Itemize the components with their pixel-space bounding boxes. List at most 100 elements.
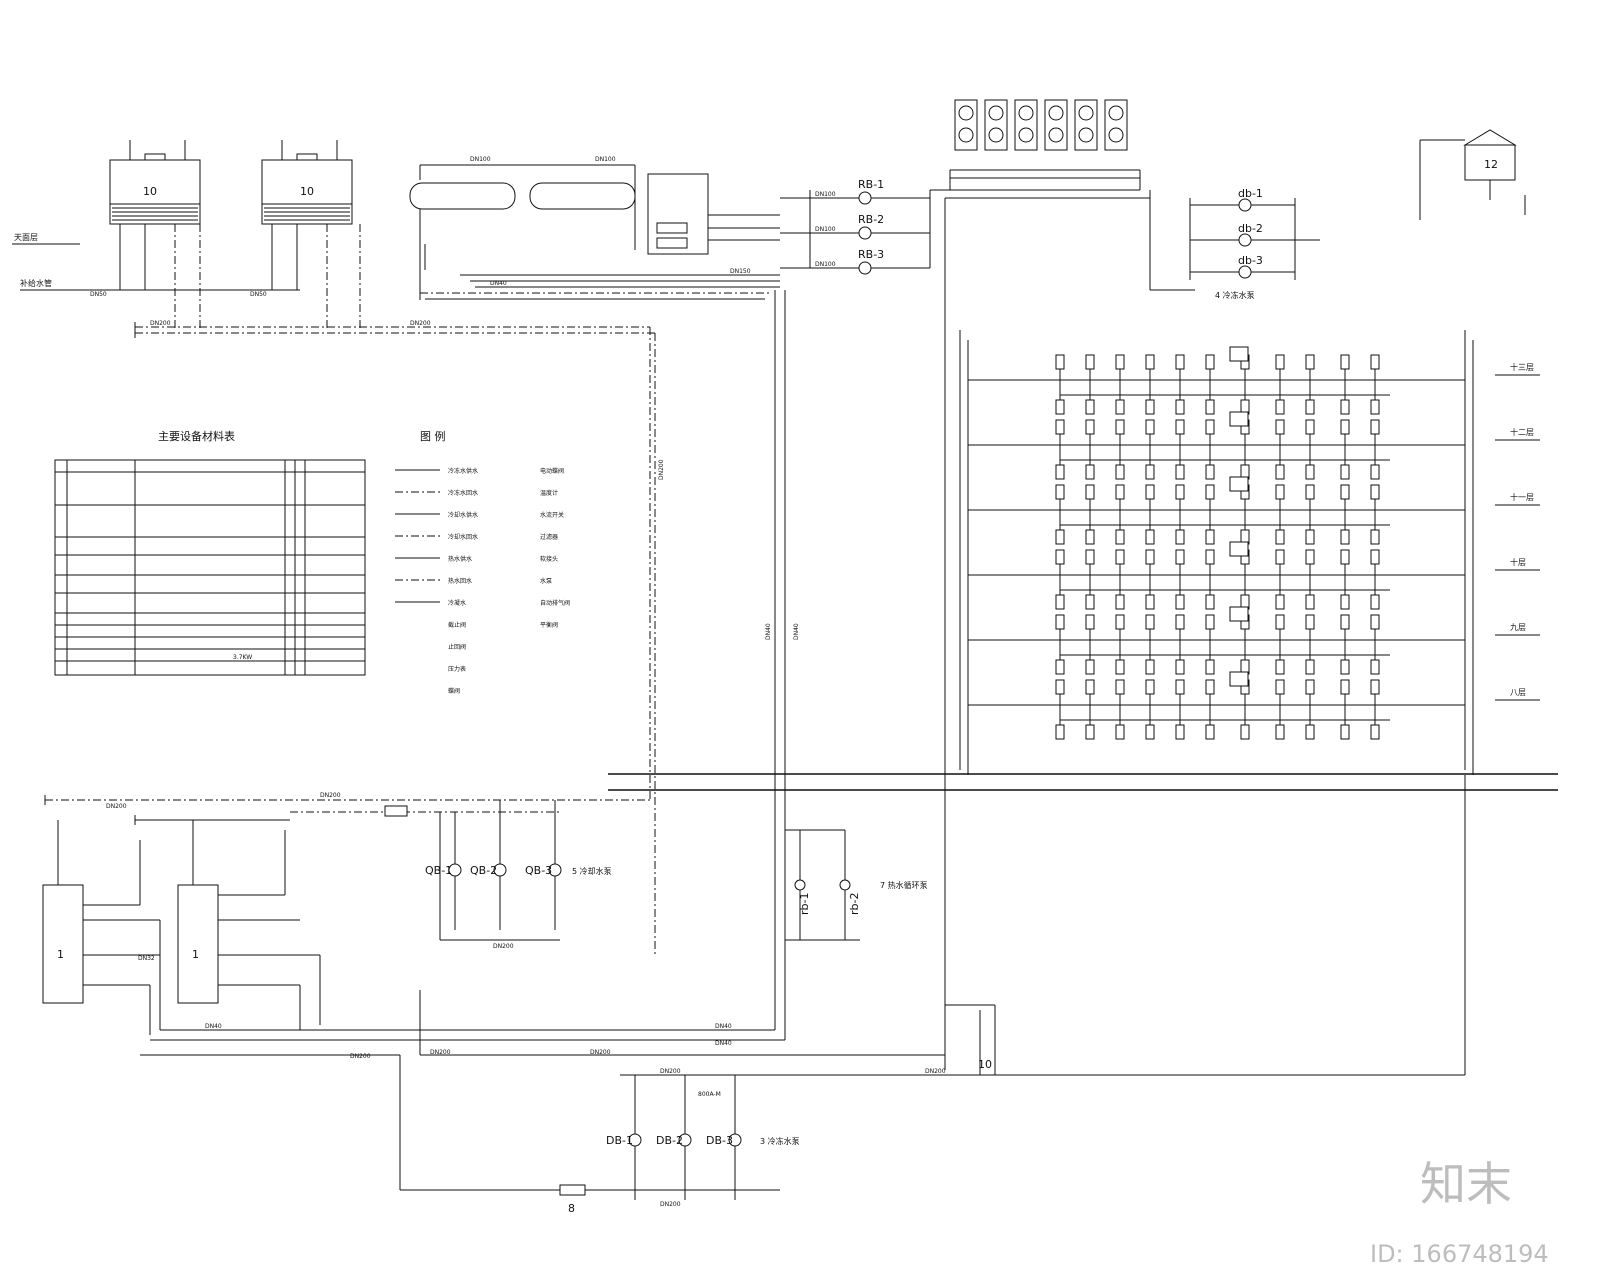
fan-coil-unit <box>1115 549 1125 565</box>
fan-coil-unit <box>1370 614 1380 630</box>
fan-coil-unit <box>1175 354 1185 370</box>
fan-coil-unit <box>1370 679 1380 695</box>
fan-coil-unit <box>1085 614 1095 630</box>
fan-coil-unit <box>1340 549 1350 565</box>
fan-coil-unit <box>1370 419 1380 435</box>
fan-coil-unit <box>1275 679 1285 695</box>
tower-piping: 天面层 补给水管 DN50 DN50 DN200 DN200 <box>12 224 656 955</box>
dn50-label-a: DN50 <box>90 291 107 298</box>
qb-group-label: 5 冷却水泵 <box>572 866 612 876</box>
fan-coil-unit <box>1085 419 1095 435</box>
dn200-chiller-d: DN200 <box>350 1053 371 1060</box>
fan-coil-unit <box>1205 354 1215 370</box>
fan-coil-unit <box>1275 659 1285 675</box>
fan-coil-unit <box>1340 399 1350 415</box>
pump-db-small-2-label: db-2 <box>1238 222 1263 235</box>
fan-coil-unit <box>1275 354 1285 370</box>
dn200-label-top2: DN200 <box>410 320 431 327</box>
db-group-label: 3 冷冻水泵 <box>760 1136 800 1146</box>
fan-coil-unit <box>1175 419 1185 435</box>
pump-qb-3-label: QB-3 <box>525 864 552 877</box>
dn100-label-hx: DN100 <box>470 156 491 163</box>
fan-coil-unit <box>1275 549 1285 565</box>
fan-coil-unit <box>1085 659 1095 675</box>
legend-item-6: 热水回水 <box>448 577 472 585</box>
fan-coil-unit <box>1205 419 1215 435</box>
fan-coil-unit <box>1340 529 1350 545</box>
floor-labels: 十三层 十二层 十一层 十层 九层 八层 <box>1495 362 1540 701</box>
dn200-chiller-c: DN200 <box>430 1049 451 1056</box>
equipment-table: 主要设备材料表 3.7KW <box>54 429 366 676</box>
pump-rb-small-2-label: rb-2 <box>848 893 861 915</box>
legend-item-16: 软接头 <box>540 555 558 563</box>
legend-title: 图 例 <box>420 429 446 443</box>
cooling-tower-2-label: 10 <box>300 185 314 198</box>
fan-coil-unit <box>1340 614 1350 630</box>
fan-coil-unit <box>1055 724 1065 740</box>
fan-coil-unit <box>1055 484 1065 500</box>
fan-coil-unit <box>1115 464 1125 480</box>
db-small-group-label: 4 冷冻水泵 <box>1215 290 1255 300</box>
watermark-id: ID: 166748194 <box>1370 1240 1549 1268</box>
pump-db-3-label: DB-3 <box>706 1134 733 1147</box>
floor-12-label: 十二层 <box>1510 427 1534 437</box>
fan-coil-unit <box>1145 354 1155 370</box>
fan-coil-unit <box>1085 354 1095 370</box>
legend-item-14: 水流开关 <box>540 511 564 519</box>
riser-system <box>959 330 1474 775</box>
dn40-label-hx: DN40 <box>490 280 507 287</box>
fan-coil-unit <box>1145 549 1155 565</box>
legend-item-4: 冷却水回水 <box>448 533 478 541</box>
fan-coil-unit <box>1055 659 1065 675</box>
legend-item-19: 平衡阀 <box>540 621 558 629</box>
chiller-piping: DN200 DN200 DN40 DN40 DN40 DN32 DN200 DN… <box>44 792 945 1060</box>
legend-item-2: 冷冻水回水 <box>448 489 478 497</box>
fan-coil-unit <box>1305 354 1315 370</box>
fan-coil-unit <box>1115 724 1125 740</box>
fan-coil-unit <box>1055 549 1065 565</box>
air-handler-unit <box>1229 411 1249 427</box>
fan-coil-unit <box>1305 594 1315 610</box>
fan-coil-unit <box>1055 354 1065 370</box>
legend-item-15: 过滤器 <box>540 533 558 541</box>
fan-coil-unit <box>1085 549 1095 565</box>
fan-coil-unit <box>1370 464 1380 480</box>
fan-coil-unit <box>1305 419 1315 435</box>
qb-pump-group: QB-1 QB-2 QB-3 5 冷却水泵 DN200 <box>384 800 612 950</box>
fan-coil-unit <box>1340 419 1350 435</box>
fan-coil-unit <box>1370 549 1380 565</box>
air-cooled-units <box>930 99 1151 780</box>
fan-coil-unit <box>1275 724 1285 740</box>
fan-coil-unit <box>1340 464 1350 480</box>
fan-coil-unit <box>1055 679 1065 695</box>
fan-coil-unit <box>1275 464 1285 480</box>
dn40-chiller: DN40 <box>205 1023 222 1030</box>
fan-coil-unit <box>1305 614 1315 630</box>
fan-coil-unit <box>1115 529 1125 545</box>
fan-coil-unit <box>1145 724 1155 740</box>
fan-coil-unit <box>1145 529 1155 545</box>
floor-13-label: 十三层 <box>1510 362 1534 372</box>
fan-coil-unit <box>1085 399 1095 415</box>
fan-coil-unit <box>1305 679 1315 695</box>
fan-coil-unit <box>1145 679 1155 695</box>
dn40-drop-label-a: DN40 <box>765 623 772 640</box>
chiller-1: 1 <box>42 820 160 1004</box>
dn100-rb-2: DN100 <box>815 226 836 233</box>
dn100-rb-1: DN100 <box>815 191 836 198</box>
main-drops: DN40 DN40 DN200 <box>658 290 1466 1075</box>
fan-coil-unit <box>1115 679 1125 695</box>
fan-coil-unit <box>1115 484 1125 500</box>
fan-coil-unit <box>1175 464 1185 480</box>
legend-item-18: 自动排气阀 <box>540 599 570 607</box>
fan-coil-unit <box>1085 464 1095 480</box>
legend-item-17: 水泵 <box>540 577 552 585</box>
fan-coil-unit <box>1175 614 1185 630</box>
fan-coil-unit <box>1175 484 1185 500</box>
fan-coil-units <box>1055 346 1380 740</box>
cooling-tower-2: 10 <box>261 140 353 225</box>
fan-coil-unit <box>1205 724 1215 740</box>
fan-coil-unit <box>1205 659 1215 675</box>
fan-coil-unit <box>1145 659 1155 675</box>
